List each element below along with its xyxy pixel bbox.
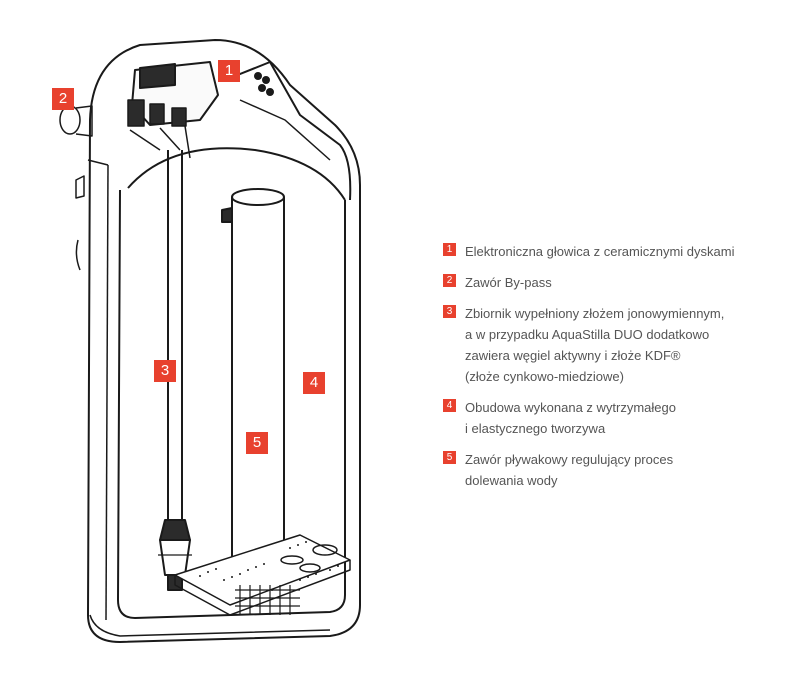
callout-3: 3 [154, 360, 176, 382]
callout-4: 4 [303, 372, 325, 394]
legend-badge: 3 [443, 305, 456, 318]
legend: 1 Elektroniczna głowica z ceramicznymi d… [443, 241, 783, 501]
legend-badge: 2 [443, 274, 456, 287]
legend-badge: 1 [443, 243, 456, 256]
legend-text: Zbiornik wypełniony złożem jonowymiennym… [465, 306, 725, 384]
lid-wing [224, 61, 352, 201]
cabinet-base [89, 614, 331, 637]
cabinet-outline [87, 39, 361, 643]
legend-badge: 4 [443, 399, 456, 412]
legend-text: Elektroniczna głowica z ceramicznymi dys… [465, 244, 735, 259]
legend-text: Zawór By-pass [465, 275, 552, 290]
legend-item: 2 Zawór By-pass [443, 272, 783, 293]
grid-perforations [199, 541, 339, 591]
callout-2: 2 [52, 88, 74, 110]
tank-top-rim [127, 147, 346, 201]
valve-fittings [127, 99, 191, 159]
callout-5: 5 [246, 432, 268, 454]
callout-1: 1 [218, 60, 240, 82]
legend-item: 1 Elektroniczna głowica z ceramicznymi d… [443, 241, 783, 262]
legend-text: Obudowa wykonana z wytrzymałego i elasty… [465, 400, 676, 436]
cabinet-front-edge [105, 164, 109, 621]
legend-item: 5 Zawór pływakowy regulujący proces dole… [443, 449, 783, 491]
legend-text: Zawór pływakowy regulujący proces dolewa… [465, 452, 674, 488]
legend-item: 3 Zbiornik wypełniony złożem jonowymienn… [443, 303, 783, 387]
float-cylinder [221, 188, 285, 575]
bypass-knob [59, 105, 93, 137]
salt-well [235, 585, 300, 615]
legend-item: 4 Obudowa wykonana z wytrzymałego i elas… [443, 397, 783, 439]
cabinet-inner-edge [117, 189, 346, 619]
brine-tube [158, 150, 192, 591]
grid-plate [174, 534, 351, 616]
legend-badge: 5 [443, 451, 456, 464]
